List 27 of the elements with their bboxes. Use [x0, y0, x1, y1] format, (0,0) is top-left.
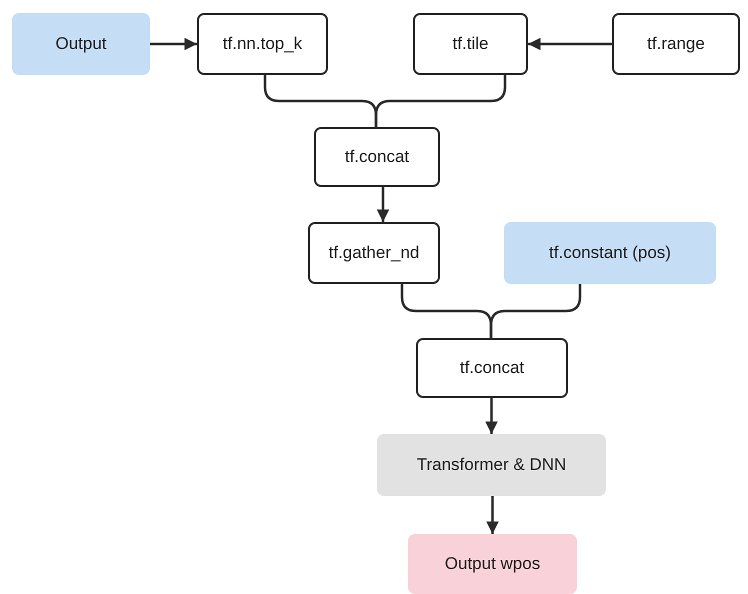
- node-label: tf.range: [647, 34, 705, 54]
- output-box: [408, 534, 577, 594]
- node-label: tf.constant (pos): [549, 243, 671, 263]
- operation-box: [314, 127, 440, 187]
- arrow: [376, 187, 390, 222]
- input-box: [504, 222, 716, 284]
- arrow: [485, 398, 498, 434]
- operation-box: [308, 222, 440, 284]
- input-box: [12, 13, 150, 75]
- operation-box: [197, 13, 328, 75]
- arrow: [486, 496, 499, 534]
- arrow: [150, 38, 197, 50]
- operation-box: [413, 13, 528, 75]
- operation-box: [612, 13, 740, 75]
- node-label: tf.tile: [452, 34, 488, 54]
- node-label: tf.nn.top_k: [222, 34, 302, 54]
- brace-connector: [374, 75, 506, 127]
- node-label: Transformer & DNN: [416, 455, 566, 475]
- node-label: tf.concat: [344, 147, 410, 167]
- model-box: [377, 434, 606, 496]
- node-label: tf.concat: [460, 358, 524, 378]
- brace-connector: [490, 284, 582, 338]
- node-label: Output wpos: [444, 554, 540, 574]
- operation-box: [416, 338, 568, 398]
- node-label: Output: [55, 34, 107, 54]
- arrow: [528, 38, 612, 50]
- node-label: tf.gather_nd: [328, 243, 420, 263]
